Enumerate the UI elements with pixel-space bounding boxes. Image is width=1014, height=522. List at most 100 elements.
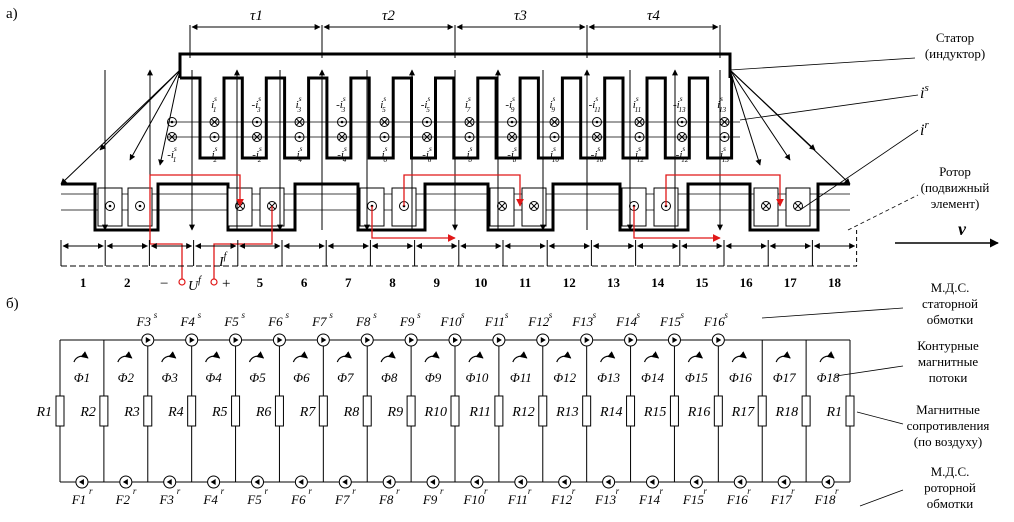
mmf-arrowhead xyxy=(781,479,787,485)
flux-label: Φ3 xyxy=(162,370,179,385)
rotor-winding-path xyxy=(149,174,784,280)
resistor xyxy=(450,395,460,427)
stator-bottom-label-main: -i xyxy=(167,149,174,161)
resistor xyxy=(669,395,679,427)
stator-bottom-label-sup: s xyxy=(723,145,726,153)
mmf-arrowhead xyxy=(473,479,479,485)
mmf-arrowhead xyxy=(584,337,590,343)
flux-loop-arrow xyxy=(819,351,835,363)
stator-bottom-label-sub: 4 xyxy=(298,156,302,164)
red-segment xyxy=(403,174,524,207)
rotor-mmf-sup: r xyxy=(484,486,488,496)
stator-mmf-sup: s xyxy=(242,310,246,320)
segment-number: 13 xyxy=(607,275,621,290)
stator-bottom-label-sup: s xyxy=(553,145,556,153)
velocity-indicator: v xyxy=(895,219,999,248)
resistor xyxy=(801,395,811,427)
stator-top-label-sub: 11 xyxy=(594,106,601,114)
flux-loop-arrow xyxy=(73,351,89,363)
stator-mmf-sup: s xyxy=(461,310,465,320)
red-segment xyxy=(149,174,244,280)
stator-bottom-label-main: i xyxy=(212,149,215,161)
rotor-mmf-label: F4 xyxy=(202,492,218,507)
stator-bottom-label-main: -i xyxy=(252,149,259,161)
stator-label-line2: (индуктор) xyxy=(925,46,985,61)
cross-mark xyxy=(530,202,538,210)
svg-text:If: If xyxy=(218,251,228,270)
resistor xyxy=(231,395,241,427)
flux-loop-arrow xyxy=(600,351,616,363)
stator-mmf-label: F10 xyxy=(440,314,462,329)
stator-bottom-label-sup: s xyxy=(470,145,473,153)
stator-bottom-label-main: -i xyxy=(337,149,344,161)
segment-number: 18 xyxy=(828,275,842,290)
resistance-label: R4 xyxy=(167,405,184,420)
legend-flux-2: магнитные xyxy=(918,354,979,369)
svg-text:is: is xyxy=(920,82,929,102)
stator-bottom-label-sup: s xyxy=(385,145,388,153)
stator-top-label-main: -i xyxy=(336,99,343,111)
mmf-arrowhead xyxy=(672,337,678,343)
rotor-mmf-sup: r xyxy=(528,486,532,496)
flux-loop-arrow xyxy=(687,351,703,363)
resistor xyxy=(99,395,109,427)
flux-label: Φ18 xyxy=(817,370,840,385)
flux-label: Φ7 xyxy=(337,370,354,385)
stator-top-label-sub: 13 xyxy=(678,106,686,114)
stator-top-label-sub: 13 xyxy=(719,106,727,114)
stator-bottom-label-main: i xyxy=(297,149,300,161)
stator-top-label-sub: 1 xyxy=(213,106,217,114)
rotor-core xyxy=(61,182,850,232)
stator-bottom-label-sub: 10 xyxy=(552,156,560,164)
resistor xyxy=(362,395,372,427)
mmf-arrowhead xyxy=(496,337,502,343)
stator-top-label-sub: 11 xyxy=(635,106,642,114)
legend-resistance-3: (по воздуху) xyxy=(914,434,982,449)
legend-stator-mmf-3: обмотки xyxy=(927,312,974,327)
rotor-mmf-label: F2 xyxy=(115,492,131,507)
rotor-mmf-label: F9 xyxy=(422,492,438,507)
legend-rotor-mmf-3: обмотки xyxy=(927,496,974,511)
is-label-sup: s xyxy=(924,82,928,94)
ir-label-sup: r xyxy=(924,119,929,131)
stator-bottom-label-sup: s xyxy=(682,145,685,153)
supply-minus: − xyxy=(160,276,168,292)
flux-loop-arrow xyxy=(512,351,528,363)
flux-loop-arrow xyxy=(731,351,747,363)
flux-loop-arrow xyxy=(292,351,308,363)
rotor-mmf-sup: r xyxy=(177,486,181,496)
segment-number: 7 xyxy=(345,275,352,290)
stator-top-label-sup: s xyxy=(214,95,217,103)
mmf-arrowhead xyxy=(166,479,172,485)
legend-rotor-mmf-1: М.Д.С. xyxy=(931,464,970,479)
svg-text:Uf: Uf xyxy=(188,275,202,294)
segment-number: 15 xyxy=(695,275,709,290)
red-segment xyxy=(665,174,784,207)
legend-stator-mmf-2: статорной xyxy=(922,296,978,311)
tau-label-3: τ3 xyxy=(514,8,527,24)
stator-mmf-sup: s xyxy=(505,310,509,320)
stator-bottom-label-sup: s xyxy=(215,145,218,153)
mmf-arrowhead xyxy=(145,337,151,343)
mmf-arrowhead xyxy=(649,479,655,485)
rotor-mmf-label: F15 xyxy=(682,492,704,507)
rotor-mmf-label: F17 xyxy=(770,492,792,507)
stator-bottom-label-sub: 2 xyxy=(213,156,217,164)
supply-plus: + xyxy=(222,276,230,292)
segment-number: 17 xyxy=(784,275,798,290)
stator-top-label-sup: s xyxy=(343,95,346,103)
panel-label-b: б) xyxy=(6,296,19,312)
stator-bottom-label-sub: 10 xyxy=(596,156,604,164)
rotor-mmf-label: F18 xyxy=(814,492,836,507)
stator-mmf-label: F12 xyxy=(527,314,549,329)
legend-flux-3: потоки xyxy=(929,370,968,385)
stator-top-label-sup: s xyxy=(427,95,430,103)
cross-mark xyxy=(762,202,770,210)
